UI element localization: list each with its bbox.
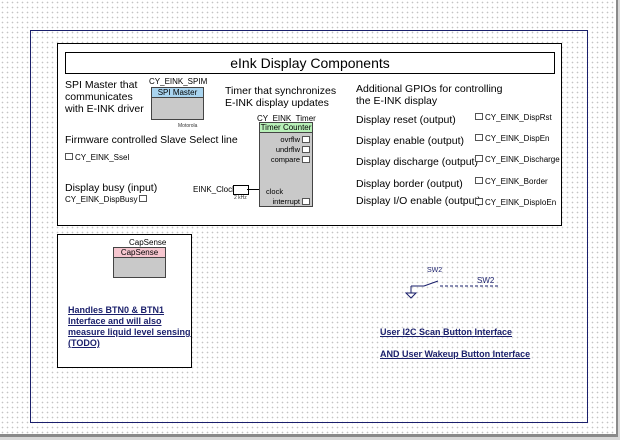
timer-counter-component[interactable]: Timer Counter ovrflw undrflw compare clo… bbox=[259, 122, 313, 207]
capsense-panel[interactable]: CapSense CapSense Handles BTN0 & BTN1 In… bbox=[57, 234, 192, 368]
pin-port-icon bbox=[302, 155, 310, 163]
switch-symbol-label: SW2 bbox=[427, 267, 443, 274]
gpio-pin-label: CY_EINK_Border bbox=[485, 177, 548, 186]
gpio-label-discharge: Display discharge (output) bbox=[356, 156, 478, 168]
pin-port-icon bbox=[475, 155, 483, 163]
timer-pin-clock[interactable]: clock bbox=[266, 187, 284, 196]
capsense-instance-name: CapSense bbox=[129, 238, 167, 247]
gpio-pin-discharge[interactable]: CY_EINK_Discharge bbox=[475, 155, 560, 165]
pin-port-icon bbox=[139, 195, 148, 203]
switch-lever bbox=[423, 280, 439, 287]
capsense-desc-line: (TODO) bbox=[68, 338, 100, 348]
pin-port-icon bbox=[302, 135, 310, 143]
gpio-pin-enable[interactable]: CY_EINK_DispEn bbox=[475, 134, 549, 144]
pin-port-icon bbox=[475, 177, 483, 185]
timer-pin-ovrflw[interactable]: ovrflw bbox=[280, 135, 310, 144]
slave-select-desc: Firmware controlled Slave Select line bbox=[65, 134, 238, 146]
sheet-frame bbox=[30, 30, 588, 423]
gpio-pin-label: CY_EINK_DispIoEn bbox=[485, 198, 557, 207]
gpio-desc-line: the E-INK display bbox=[356, 95, 438, 107]
switch-desc-line1: User I2C Scan Button Interface bbox=[380, 327, 513, 337]
clock-source-label: EINK_Clock bbox=[193, 185, 237, 194]
spi-vendor: Motorola bbox=[178, 123, 198, 129]
timer-pin-undrflw[interactable]: undrflw bbox=[276, 145, 310, 154]
timer-counter-label: Timer Counter bbox=[260, 123, 312, 133]
timer-pin-compare[interactable]: compare bbox=[271, 155, 310, 164]
spi-master-label: SPI Master bbox=[152, 88, 203, 98]
timer-pin-label: interrupt bbox=[272, 197, 300, 206]
slave-select-pin[interactable]: CY_EINK_Ssel bbox=[65, 153, 129, 163]
capsense-component-label: CapSense bbox=[114, 248, 165, 258]
spi-desc: SPI Master that communicates with E-INK … bbox=[65, 79, 144, 115]
gpio-pin-border[interactable]: CY_EINK_Border bbox=[475, 177, 548, 187]
capsense-desc-line: Interface and will also bbox=[68, 316, 162, 326]
gpio-label-reset: Display reset (output) bbox=[356, 114, 456, 126]
timer-pin-label: compare bbox=[270, 155, 300, 164]
gpio-label-enable: Display enable (output) bbox=[356, 135, 464, 147]
spi-desc-line: communicates bbox=[65, 91, 133, 103]
gpio-label-io-enable: Display I/O enable (output) bbox=[356, 195, 481, 207]
gpio-label-border: Display border (output) bbox=[356, 178, 463, 190]
spi-desc-line: SPI Master that bbox=[65, 79, 138, 91]
capsense-desc-line: measure liquid level sensing bbox=[68, 327, 191, 337]
capsense-component[interactable]: CapSense bbox=[113, 247, 166, 278]
switch-net-label: SW2 bbox=[477, 276, 495, 285]
gpio-pin-reset[interactable]: CY_EINK_DispRst bbox=[475, 113, 552, 123]
pin-port-icon bbox=[302, 145, 310, 153]
spi-instance-name: CY_EINK_SPIM bbox=[149, 77, 208, 86]
gpio-desc-line: Additional GPIOs for controlling bbox=[356, 83, 503, 95]
clock-wire bbox=[247, 189, 259, 190]
slave-select-pin-label: CY_EINK_Ssel bbox=[75, 153, 130, 162]
timer-pin-label: undrflw bbox=[275, 145, 300, 154]
pin-port-icon bbox=[475, 134, 483, 142]
gpio-pin-label: CY_EINK_DispRst bbox=[485, 113, 552, 122]
pin-port-icon bbox=[302, 197, 310, 205]
gpio-desc: Additional GPIOs for controlling the E-I… bbox=[356, 83, 503, 107]
clock-source-symbol[interactable] bbox=[233, 185, 249, 195]
gpio-pin-io-enable[interactable]: CY_EINK_DispIoEn bbox=[475, 198, 556, 208]
busy-pin[interactable]: CY_EINK_DispBusy bbox=[65, 195, 148, 205]
eink-panel[interactable]: eInk Display Components SPI Master that … bbox=[57, 43, 562, 226]
timer-instance-name: CY_EINK_Timer bbox=[257, 114, 316, 123]
switch-schematic[interactable] bbox=[402, 276, 512, 306]
spi-desc-line: with E-INK driver bbox=[65, 103, 144, 115]
capsense-desc-line: Handles BTN0 & BTN1 bbox=[68, 305, 165, 315]
timer-pin-label: ovrflw bbox=[280, 135, 300, 144]
spi-master-component[interactable]: SPI Master bbox=[151, 87, 204, 120]
gpio-pin-label: CY_EINK_DispEn bbox=[485, 134, 550, 143]
busy-desc: Display busy (input) bbox=[65, 182, 158, 194]
eink-title-box: eInk Display Components bbox=[65, 52, 555, 74]
timer-pin-interrupt[interactable]: interrupt bbox=[272, 197, 310, 206]
capsense-desc: Handles BTN0 & BTN1 Interface and will a… bbox=[68, 305, 191, 349]
timer-desc-line: E-INK display updates bbox=[225, 97, 329, 109]
timer-desc: Timer that synchronizes E-INK display up… bbox=[225, 85, 336, 109]
pin-port-icon bbox=[475, 198, 483, 206]
gpio-pin-label: CY_EINK_Discharge bbox=[485, 155, 560, 164]
switch-desc-line2: AND User Wakeup Button Interface bbox=[380, 349, 531, 359]
timer-desc-line: Timer that synchronizes bbox=[225, 85, 337, 97]
pin-port-icon bbox=[475, 113, 483, 121]
ground-icon bbox=[404, 286, 418, 299]
busy-pin-label: CY_EINK_DispBusy bbox=[65, 195, 138, 204]
pin-port-icon bbox=[65, 153, 73, 161]
eink-title: eInk Display Components bbox=[230, 55, 390, 71]
clock-frequency: 2 kHz bbox=[234, 195, 247, 201]
